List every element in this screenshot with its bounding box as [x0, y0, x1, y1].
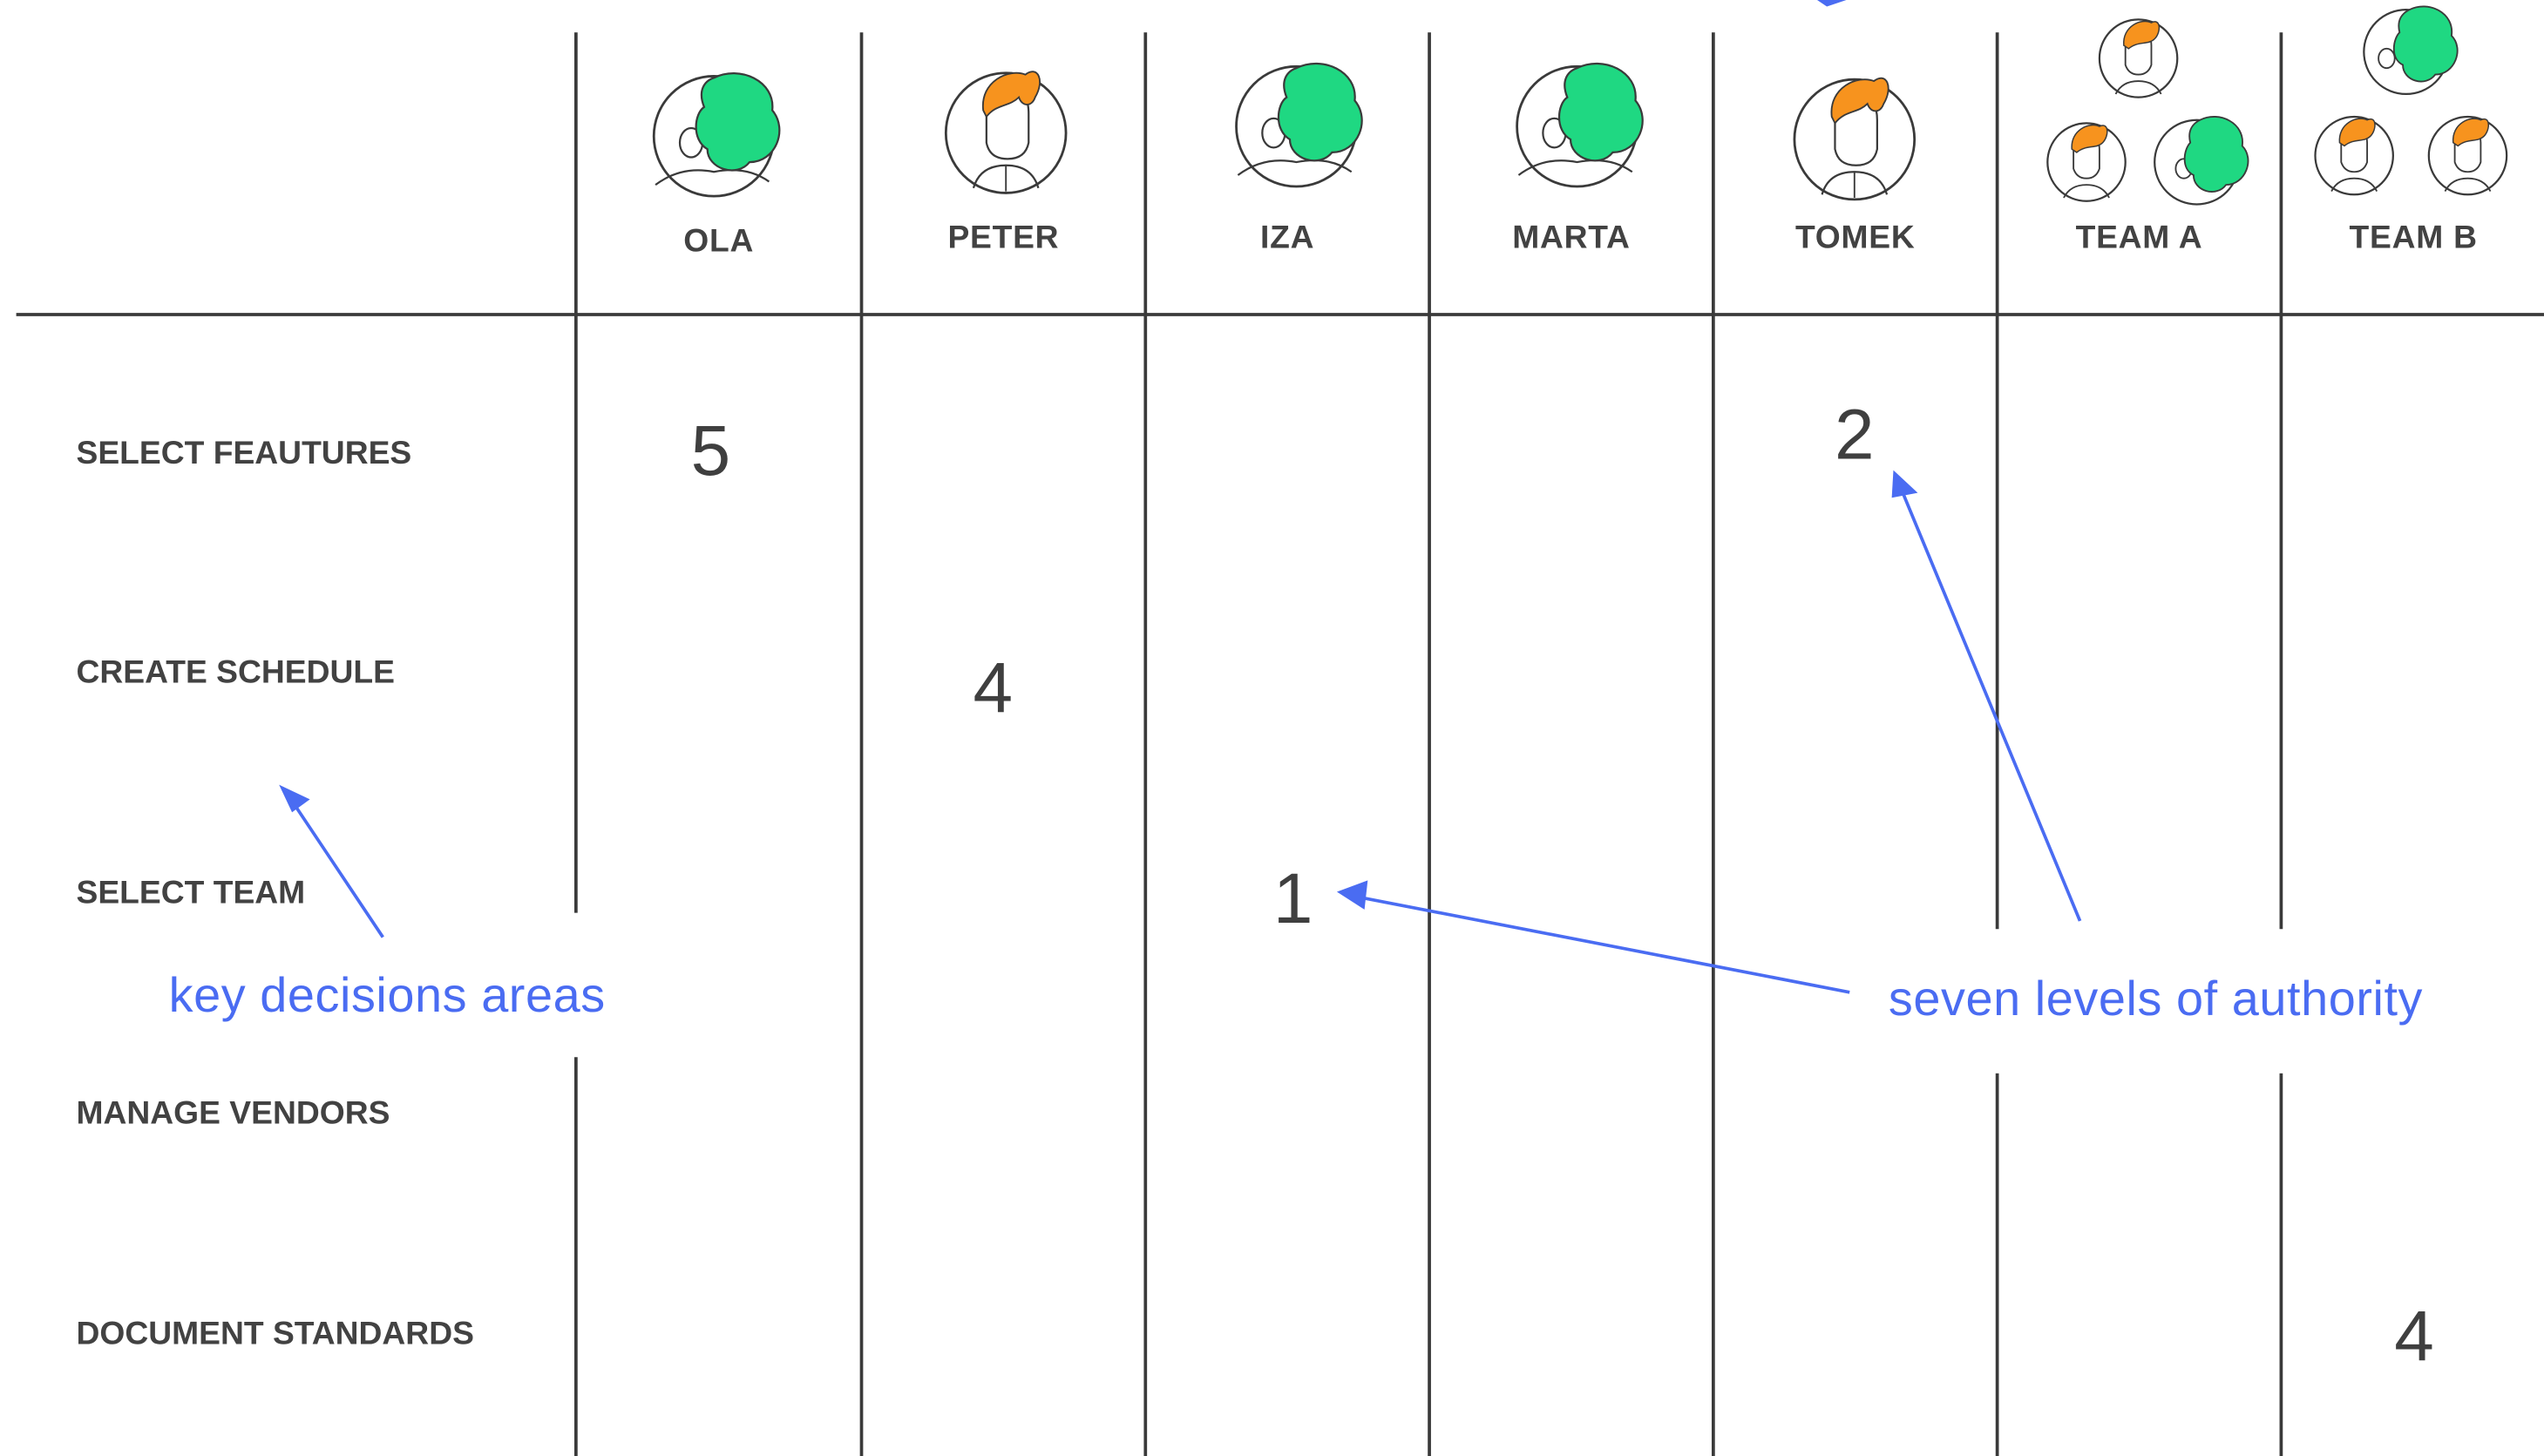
person-green-hair-icon	[1516, 62, 1644, 188]
row-label-document-standards: DOCUMENT STANDARDS	[76, 1316, 474, 1352]
person-orange-hair-icon	[1793, 77, 1916, 201]
column-name: PETER	[947, 220, 1060, 257]
column-divider-5	[1711, 32, 1715, 1456]
annotation-seven-levels: seven levels of authority	[1888, 972, 2424, 1026]
column-header-iza: IZA	[1147, 0, 1428, 308]
column-name: TEAM B	[2349, 220, 2478, 257]
authority-level-cell: 1	[1272, 859, 1313, 939]
column-header-peter: PETER	[863, 0, 1143, 308]
row-label-select-features: SELECT FEAUTURES	[76, 436, 412, 472]
header-divider-line	[16, 313, 2544, 316]
team-group-icon	[2314, 5, 2508, 196]
row-label-create-schedule: CREATE SCHEDULE	[76, 654, 395, 691]
column-name: TOMEK	[1794, 220, 1916, 257]
arrow-to-row-labels	[279, 784, 384, 938]
column-header-tomek: TOMEK	[1715, 0, 1996, 308]
authority-level-cell: 2	[1835, 396, 1875, 476]
person-green-hair-icon	[1235, 62, 1363, 188]
column-divider-7	[2279, 32, 2283, 930]
column-name: OLA	[683, 223, 755, 260]
authority-level-cell: 5	[690, 411, 731, 491]
person-orange-hair-icon	[944, 71, 1068, 194]
column-header-team-b: TEAM B	[2283, 0, 2544, 308]
column-header-team-a: TEAM A	[1998, 0, 2279, 308]
column-divider-1	[574, 32, 578, 913]
column-header-marta: MARTA	[1431, 0, 1712, 308]
column-divider-4	[1428, 32, 1431, 1456]
arrow-to-level-1	[1336, 880, 1850, 994]
team-group-icon	[2046, 18, 2249, 206]
column-divider-6-lower	[1995, 1073, 1999, 1456]
row-label-select-team: SELECT TEAM	[76, 875, 306, 911]
column-divider-3	[1143, 32, 1148, 1456]
column-name: MARTA	[1512, 220, 1631, 257]
authority-level-cell: 4	[973, 648, 1014, 728]
column-divider-7-lower	[2279, 1073, 2283, 1456]
column-name: TEAM A	[2075, 220, 2203, 257]
column-divider-2	[859, 32, 864, 1456]
annotation-key-decisions: key decisions areas	[168, 969, 606, 1024]
column-divider-6	[1995, 32, 1999, 930]
column-name: IZA	[1260, 220, 1315, 257]
arrow-to-level-2	[1891, 470, 2082, 922]
authority-level-cell: 4	[2394, 1297, 2434, 1377]
row-label-manage-vendors: MANAGE VENDORS	[76, 1095, 390, 1132]
column-divider-1-lower	[574, 1057, 578, 1456]
column-header-ola: OLA	[578, 0, 860, 308]
person-green-hair-icon	[652, 72, 781, 198]
